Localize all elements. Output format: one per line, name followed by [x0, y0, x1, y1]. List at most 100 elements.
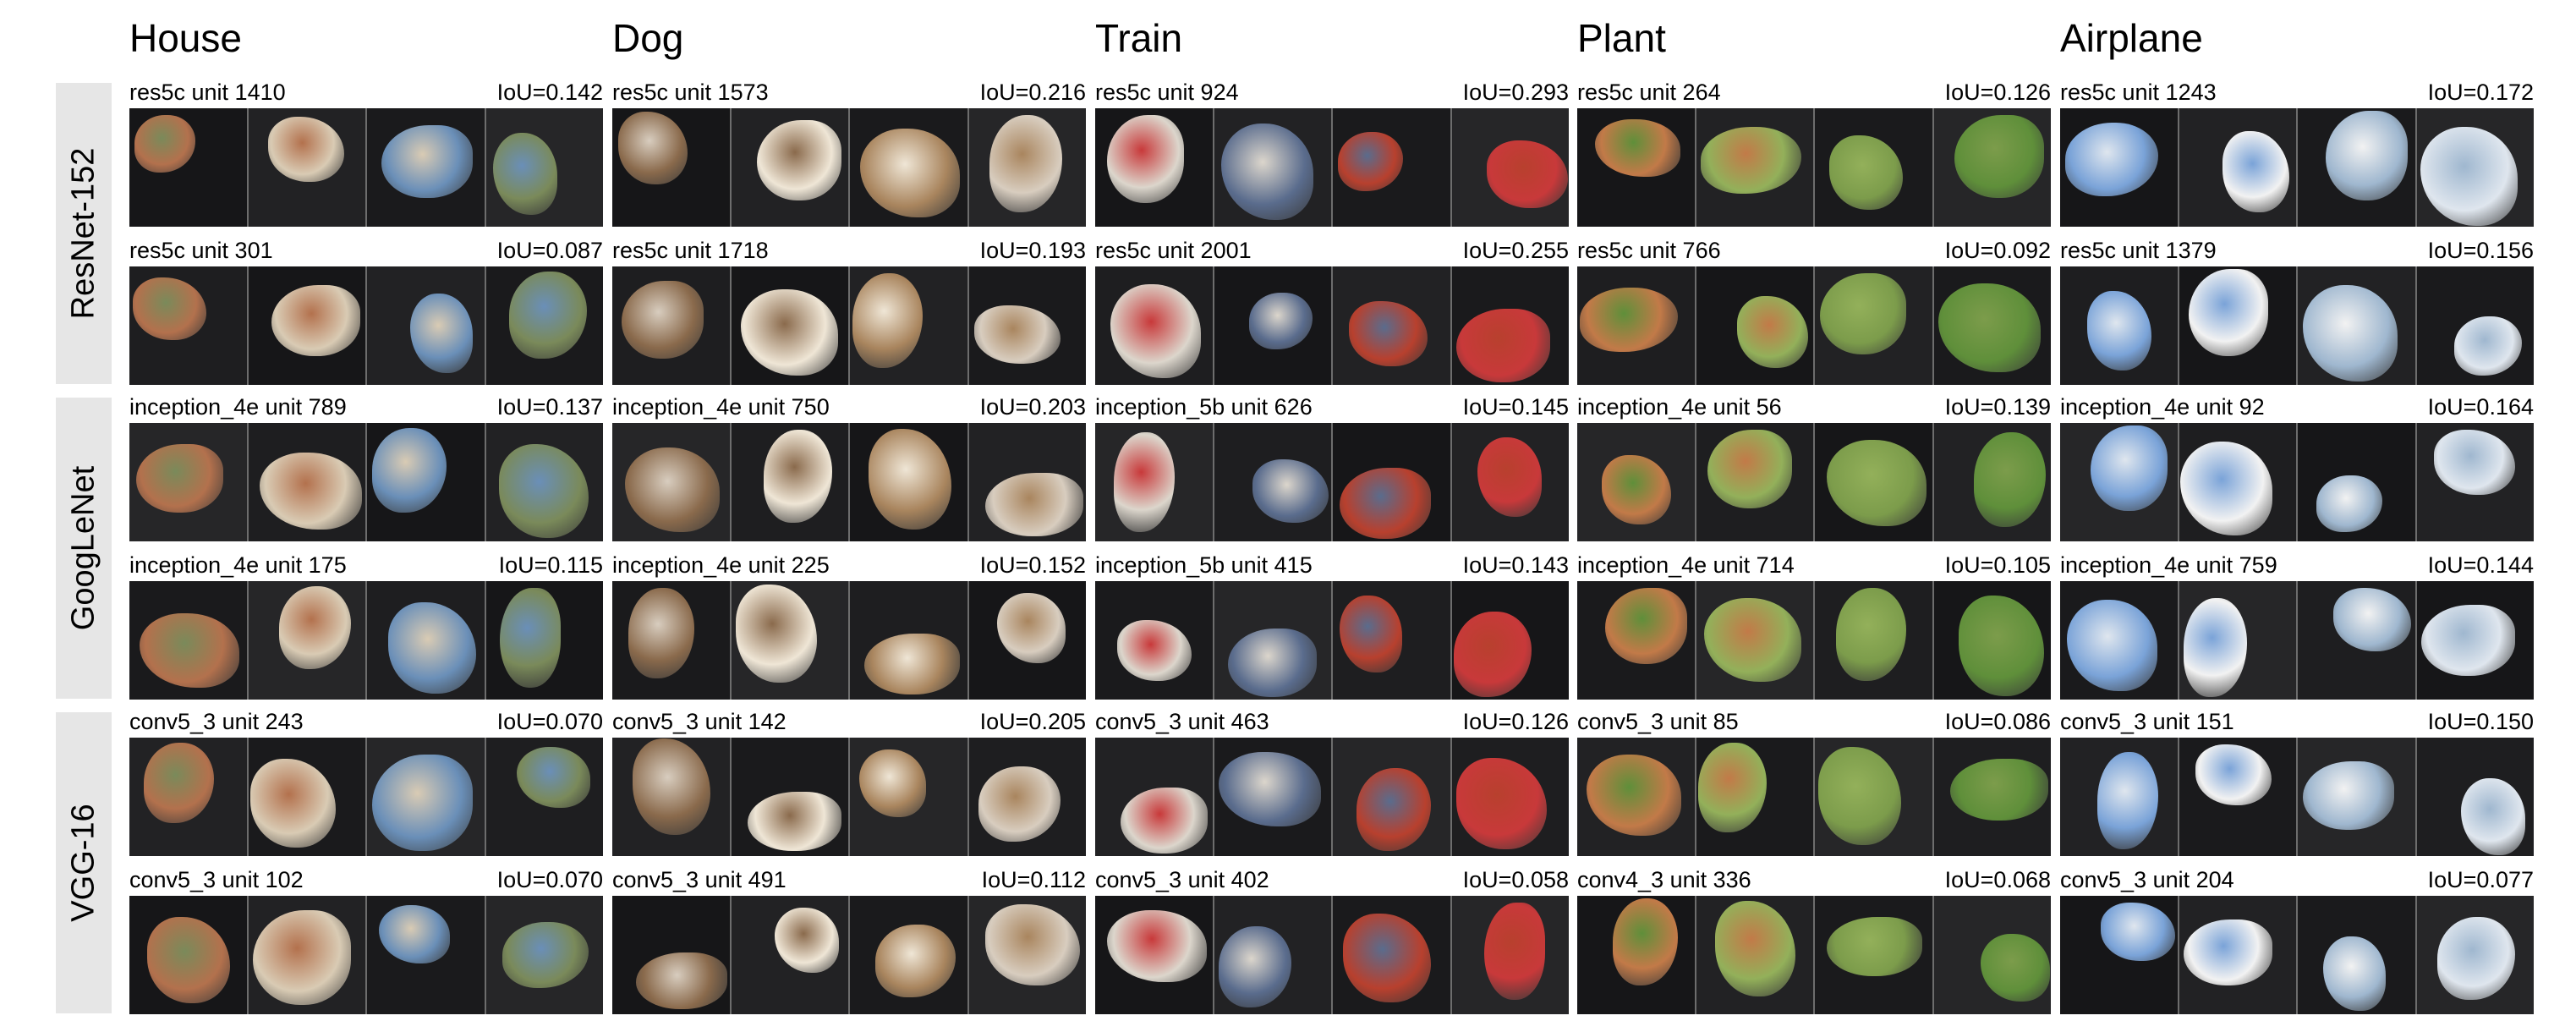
activation-mask	[253, 909, 352, 1005]
image-strip	[129, 896, 603, 1014]
activation-image	[367, 581, 486, 700]
activation-mask	[974, 305, 1061, 364]
activation-image	[850, 738, 969, 856]
activation-mask	[1337, 132, 1404, 191]
network-label-vgg: VGG-16	[56, 712, 112, 1013]
iou-label: IoU=0.152	[979, 552, 1086, 578]
activation-mask	[378, 905, 451, 963]
activation-image	[612, 266, 732, 385]
activation-image	[129, 738, 249, 856]
activation-image	[1095, 266, 1214, 385]
activation-image	[2298, 266, 2417, 385]
activation-mask	[1106, 909, 1207, 983]
activation-mask	[736, 585, 817, 683]
activation-mask	[2461, 777, 2526, 855]
iou-label: IoU=0.126	[1944, 80, 2051, 105]
activation-image	[2416, 108, 2534, 227]
image-strip	[612, 423, 1086, 541]
activation-image	[2179, 423, 2298, 541]
activation-image	[1095, 423, 1214, 541]
unit-label: inception_4e unit 56	[1577, 394, 1782, 420]
activation-mask	[134, 115, 195, 173]
iou-label: IoU=0.105	[1944, 552, 2051, 578]
activation-mask	[136, 444, 223, 513]
activation-mask	[501, 921, 589, 989]
activation-mask	[1106, 115, 1185, 203]
activation-mask	[1110, 284, 1201, 378]
image-strip	[2060, 896, 2534, 1014]
activation-mask	[1220, 124, 1314, 220]
activation-mask	[1117, 620, 1192, 681]
iou-label: IoU=0.139	[1944, 394, 2051, 420]
activation-mask	[1698, 742, 1767, 832]
iou-label: IoU=0.216	[979, 80, 1086, 105]
activation-image	[2416, 738, 2534, 856]
activation-image	[2060, 266, 2179, 385]
activation-image	[1451, 896, 1569, 1014]
activation-mask	[2067, 600, 2157, 692]
image-strip	[1095, 423, 1569, 541]
activation-image	[612, 581, 732, 700]
activation-image	[2060, 108, 2179, 227]
activation-mask	[2302, 285, 2398, 382]
activation-image	[968, 738, 1086, 856]
activation-mask	[516, 747, 590, 808]
activation-image	[968, 266, 1086, 385]
activation-image	[1451, 266, 1569, 385]
activation-mask	[984, 472, 1084, 537]
activation-image	[1095, 108, 1214, 227]
image-strip	[129, 423, 603, 541]
activation-mask	[1343, 914, 1432, 1002]
activation-image	[1095, 896, 1214, 1014]
activation-mask	[1819, 273, 1907, 354]
iou-label: IoU=0.058	[1462, 867, 1569, 892]
unit-label: conv5_3 unit 151	[2060, 709, 2234, 734]
activation-mask	[1456, 309, 1550, 383]
activation-mask	[1835, 588, 1907, 681]
image-strip	[1577, 266, 2051, 385]
activation-image	[129, 108, 249, 227]
activation-image	[1214, 896, 1333, 1014]
activation-image	[1933, 896, 2051, 1014]
activation-mask	[1484, 903, 1546, 1001]
activation-image	[612, 423, 732, 541]
activation-image	[850, 896, 969, 1014]
activation-image	[612, 738, 732, 856]
activation-image	[1333, 108, 1452, 227]
activation-image	[1933, 581, 2051, 700]
activation-image	[1577, 581, 1696, 700]
activation-image	[485, 108, 603, 227]
activation-image	[367, 266, 486, 385]
activation-image	[367, 108, 486, 227]
activation-mask	[2326, 110, 2409, 201]
activation-image	[2416, 423, 2534, 541]
activation-image	[1696, 108, 1815, 227]
activation-mask	[492, 133, 557, 215]
unit-label: inception_5b unit 415	[1095, 552, 1313, 578]
activation-image	[2416, 581, 2534, 700]
unit-label: inception_4e unit 225	[612, 552, 830, 578]
unit-label: inception_4e unit 750	[612, 394, 830, 420]
activation-mask	[978, 766, 1061, 843]
activation-image	[1333, 738, 1452, 856]
activation-image	[2179, 266, 2298, 385]
activation-image	[1333, 896, 1452, 1014]
image-strip	[1095, 108, 1569, 227]
activation-mask	[268, 116, 345, 182]
iou-label: IoU=0.193	[979, 238, 1086, 263]
activation-image	[2179, 738, 2298, 856]
activation-image	[1577, 423, 1696, 541]
iou-label: IoU=0.126	[1462, 709, 1569, 734]
activation-mask	[2420, 127, 2518, 226]
activation-mask	[1249, 292, 1313, 349]
